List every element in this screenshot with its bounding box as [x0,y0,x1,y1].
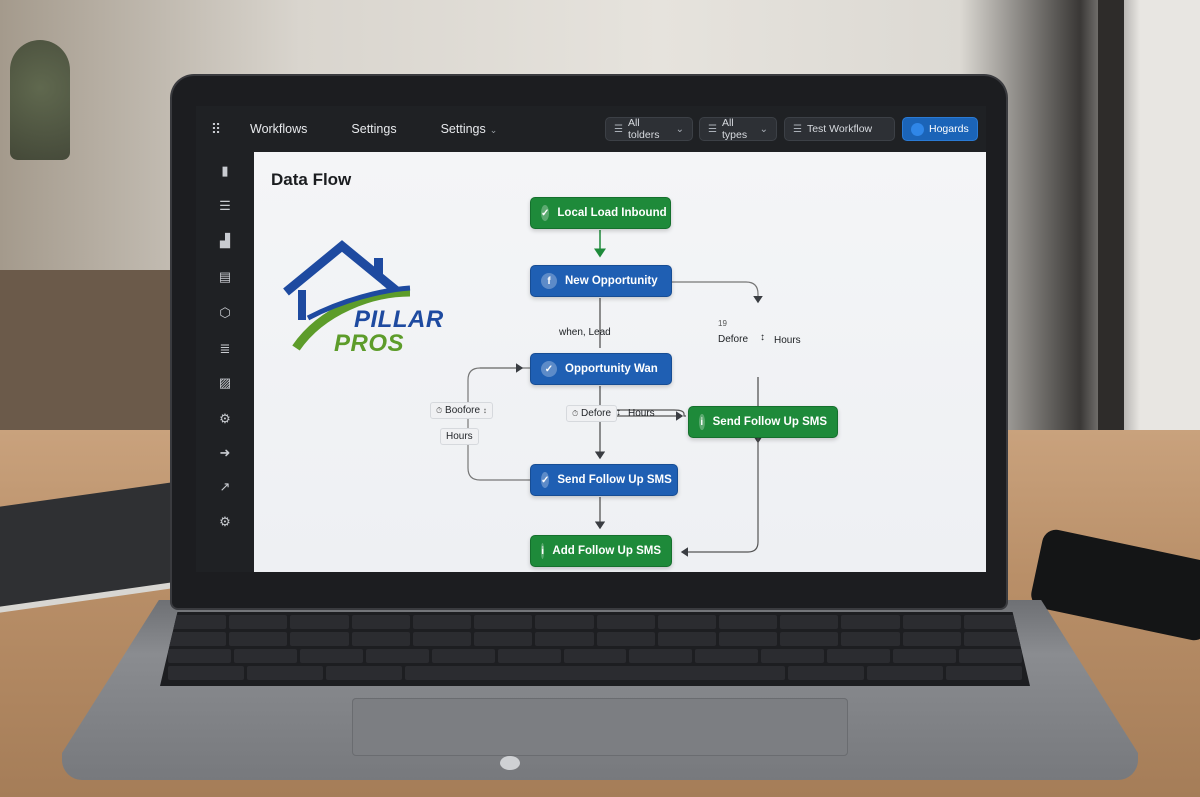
nav-settings[interactable]: Settings [351,122,397,136]
node-local-load-inbound[interactable]: ✓ Local Load Inbound [530,197,671,229]
node-add-follow-up-sms[interactable]: i Add Follow Up SMS [530,535,672,567]
list-icon: ☰ [708,123,717,135]
test-workflow-button[interactable]: ☰Test Workflow [784,117,895,141]
delay-label-right-before: Defore [718,334,749,345]
apps-grid-icon[interactable]: ⠿ [210,120,222,137]
clock-icon: ⏱ [436,406,443,415]
node-label: Send Follow Up SMS [712,416,827,428]
clock-icon: ⏱ [572,409,579,418]
arrow-circle-icon[interactable]: ➜ [219,445,231,460]
node-label: Send Follow Up SMS [557,474,672,486]
node-label: Opportunity Wan [565,363,658,375]
node-label: Local Load Inbound [557,207,667,219]
trackpad [352,698,848,756]
node-send-follow-up-sms[interactable]: ✓ Send Follow Up SMS [530,464,678,496]
condition-label-when-lead: when, Lead [559,327,611,338]
sidebar: ▮ ☰ ▟ ▤ ⬡ ≣ ▨ ⚙ ➜ ↗ ⚙ [196,152,254,572]
node-opportunity-won[interactable]: ✓ Opportunity Wan [530,353,672,385]
check-icon: ✓ [541,205,550,221]
laptop-light [500,756,520,770]
settings-icon[interactable]: ⚙ [219,411,231,426]
folders-filter[interactable]: ☰All tolders⌄ [605,117,693,141]
list-icon[interactable]: ☰ [219,198,231,213]
facebook-icon: f [541,273,557,289]
note-icon[interactable]: ▤ [218,269,232,284]
window-frame [1098,0,1124,430]
document-icon[interactable]: ▮ [221,163,229,178]
arrow-updown-icon: ↕ [760,332,765,343]
list-icon: ☰ [793,123,802,135]
shelf [0,270,175,435]
check-icon: ✓ [541,361,557,377]
delay-label-mid-hours: Hours [628,408,655,419]
check-icon: ✓ [541,472,550,488]
node-new-opportunity[interactable]: f New Opportunity [530,265,672,297]
plant [10,40,70,160]
avatar [911,122,924,136]
arrow-updown-icon: ↕ [616,407,621,418]
account-button[interactable]: Hogards [902,117,978,141]
info-icon: i [541,543,545,559]
types-filter[interactable]: ☰All types⌄ [699,117,777,141]
pillar-pros-logo: PILLAR PROS [282,240,452,360]
nav-workflows[interactable]: Workflows [250,122,308,136]
chevron-down-icon: ⌄ [489,125,498,135]
top-nav-bar: ⠿ Workflows Settings Settings⌄ ☰All told… [196,106,986,152]
info-icon: i [699,414,705,430]
chevron-down-icon: ⌄ [675,123,684,135]
trend-icon[interactable]: ↗ [219,479,231,494]
node-send-follow-up-sms-branch[interactable]: i Send Follow Up SMS [688,406,838,438]
arrow-updown-icon: ↕ [482,406,487,415]
house-logo-icon [283,240,411,351]
delay-chip-hours[interactable]: Hours [440,428,479,445]
shape-icon[interactable]: ⬡ [219,305,231,320]
page-title: Data Flow [271,170,352,189]
node-label: New Opportunity [565,275,658,287]
keyboard [160,612,1030,686]
list-icon: ☰ [614,123,623,135]
workflow-canvas[interactable]: Data Flow PILLAR PROS [254,152,986,572]
node-label: Add Follow Up SMS [552,545,661,557]
nav-settings-dropdown[interactable]: Settings⌄ [440,122,498,136]
logo-text-pros: PROS [334,330,405,357]
delay-chip-before[interactable]: ⏱ Boofore ↕ [430,402,493,419]
chevron-down-icon: ⌄ [759,123,768,135]
logo-text-pillar: PILLAR [354,306,444,333]
delay-number: 19 [718,319,727,328]
gear-icon[interactable]: ⚙ [219,514,231,529]
delay-label-right-hours: Hours [774,335,801,346]
screen: ⠿ Workflows Settings Settings⌄ ☰All told… [196,106,986,572]
stack-icon[interactable]: ≣ [219,341,231,356]
image-icon[interactable]: ▨ [218,375,232,390]
bar-chart-icon[interactable]: ▟ [220,233,230,248]
delay-chip-mid-before[interactable]: ⏱ Defore [566,405,618,422]
